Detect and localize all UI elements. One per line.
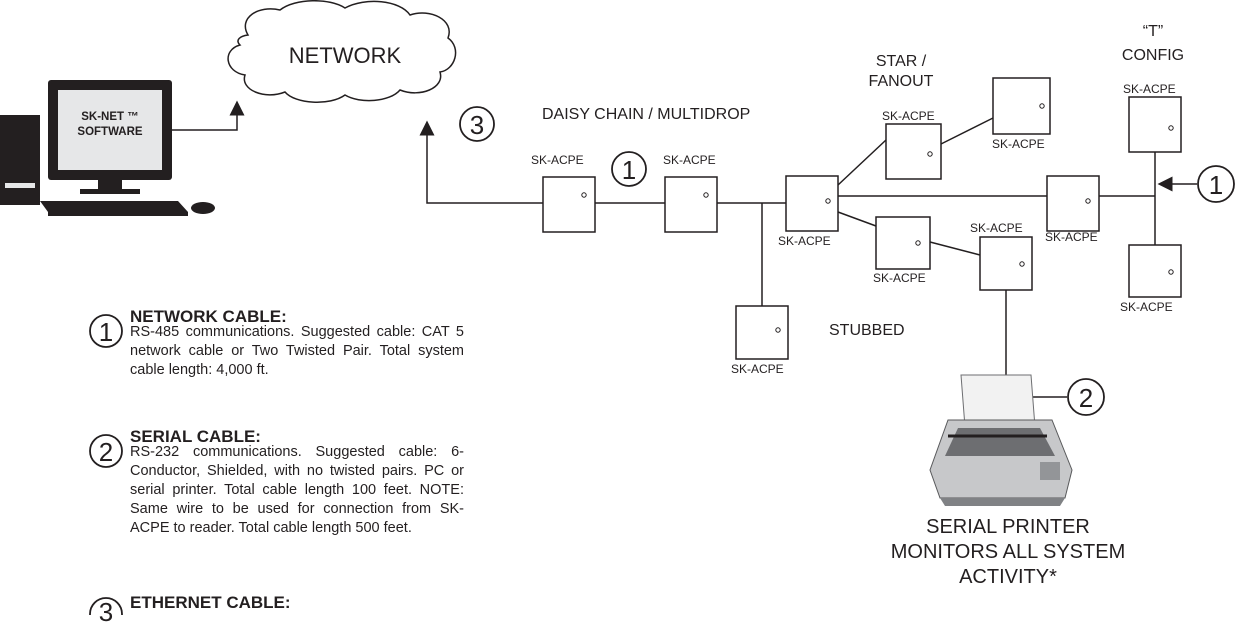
device-label: SK-ACPE xyxy=(531,153,584,167)
callout-number-1: 1 xyxy=(621,155,637,185)
stubbed-branch-2 xyxy=(929,241,981,256)
device-box xyxy=(664,176,718,233)
device-box xyxy=(542,176,596,233)
device-label: SK-ACPE xyxy=(1120,300,1173,314)
callout-circle-3 xyxy=(459,106,495,142)
legend-number-1: 1 xyxy=(98,317,114,347)
t-config-label: “T” CONFIG xyxy=(1121,23,1185,64)
printer-caption: SERIAL PRINTER MONITORS ALL SYSTEM ACTIV… xyxy=(890,516,1126,588)
callout-number-1: 1 xyxy=(1208,170,1224,200)
legend-title-ethernet: ETHERNET CABLE: xyxy=(130,593,291,612)
callout-circle-2 xyxy=(1067,378,1105,416)
callout-number-2: 2 xyxy=(1078,383,1094,413)
device-label: SK-ACPE xyxy=(731,362,784,376)
legend-circle-2 xyxy=(89,434,123,468)
device-label: SK-ACPE xyxy=(1045,230,1098,244)
legend-number-2: 2 xyxy=(98,437,114,467)
legend-circle-3 xyxy=(89,597,123,615)
device-label: SK-ACPE xyxy=(1123,82,1176,96)
computer-network-cable xyxy=(172,100,245,131)
daisy-chain-label: DAISY CHAIN / MULTIDROP xyxy=(542,106,751,123)
legend-body-network: RS-485 communications. Suggested cable: … xyxy=(130,324,464,378)
device-box xyxy=(992,77,1051,135)
device-box xyxy=(875,216,931,270)
mouse-icon xyxy=(191,202,215,214)
network-label: NETWORK xyxy=(288,43,402,68)
device-box xyxy=(785,175,839,232)
device-box xyxy=(1128,96,1182,153)
serial-printer-icon xyxy=(929,374,1073,506)
stubbed-label: STUBBED xyxy=(829,322,905,339)
device-label: SK-ACPE xyxy=(882,109,935,123)
network-cloud xyxy=(227,0,457,103)
star-fanout-label: STAR / FANOUT xyxy=(868,53,934,90)
keyboard-icon xyxy=(40,201,188,216)
callout-circle-1 xyxy=(1197,165,1235,203)
stubbed-branch-1 xyxy=(837,211,877,227)
star-branch-2 xyxy=(940,117,994,145)
computer-tower-icon xyxy=(0,115,40,205)
monitor-icon xyxy=(48,80,172,194)
device-label: SK-ACPE xyxy=(778,234,831,248)
callout-number-3: 3 xyxy=(469,110,485,140)
device-label: SK-ACPE xyxy=(992,137,1045,151)
callout-circle-1 xyxy=(611,151,647,187)
legend-title-serial: SERIAL CABLE: xyxy=(130,427,261,446)
legend-title-network: NETWORK CABLE: xyxy=(130,307,287,326)
software-label: SK-NET ™ SOFTWARE xyxy=(77,111,143,138)
device-label: SK-ACPE xyxy=(873,271,926,285)
ethernet-cable xyxy=(419,120,543,204)
device-label: SK-ACPE xyxy=(663,153,716,167)
device-box xyxy=(735,305,789,360)
device-box xyxy=(1046,175,1100,232)
legend-body-serial: RS-232 communications. Suggested cable: … xyxy=(130,444,464,536)
device-box xyxy=(1128,244,1182,298)
device-box xyxy=(885,123,942,180)
legend-circle-1 xyxy=(89,314,123,348)
star-branch-1 xyxy=(837,139,887,186)
device-label: SK-ACPE xyxy=(970,221,1023,235)
device-box xyxy=(979,236,1033,291)
legend-number-3: 3 xyxy=(98,597,114,627)
